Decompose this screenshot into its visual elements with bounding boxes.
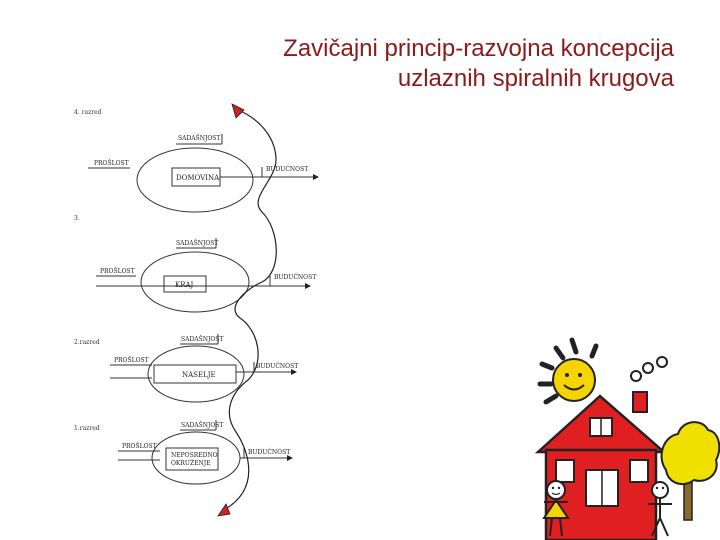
chimney [633,392,647,412]
center-label-line1: NEPOSREDNO [171,452,218,459]
house-window [630,460,648,482]
school-clipart [538,340,719,540]
center-label-line2: OKRUŽENJE [171,459,211,467]
present-label: SADAŠNJOST [181,421,223,429]
center-label: NASELJE [182,371,216,379]
grade-label-1: 1.razred [74,425,100,432]
tree-icon [662,422,720,484]
present-label: SADAŠNJOST [176,239,218,247]
center-label: KRAJ [175,281,194,289]
future-label: BUDUĆNOST [266,165,308,173]
level-neposredno-okruzenje: PROŠLOST SADAŠNJOST NEPOSREDNO OKRUŽENJE… [118,420,292,484]
past-label: PROŠLOST [114,356,149,364]
future-label: BUDUĆNOST [256,362,298,370]
grade-label-3: 3. [74,215,80,222]
past-label: PROŠLOST [94,159,129,167]
past-label: PROŠLOST [100,267,135,275]
future-label: BUDUĆNOST [274,273,316,281]
present-label: SADAŠNJOST [178,134,220,142]
center-label: DOMOVINA [176,174,220,182]
smoke-icon [631,357,667,381]
arrow-head-top-icon [232,104,244,118]
grade-label-4: 4. razred [74,109,102,116]
level-kraj: PROŠLOST SADAŠNJOST KRAJ BUDUĆNOST [96,238,316,312]
grade-label-2: 2.razred [74,339,100,346]
present-label: SADAŠNJOST [181,335,223,343]
arrow-head-bottom-icon [218,504,230,516]
house-window [556,460,574,482]
past-label: PROŠLOST [122,442,157,450]
level-domovina: PROŠLOST SADAŠNJOST DOMOVINA BUDUĆNOST [88,134,318,212]
sun-icon [553,359,595,401]
level-naselje: PROŠLOST SADAŠNJOST NASELJE BUDUĆNOST [110,334,298,402]
future-label: BUDUĆNOST [248,448,290,456]
